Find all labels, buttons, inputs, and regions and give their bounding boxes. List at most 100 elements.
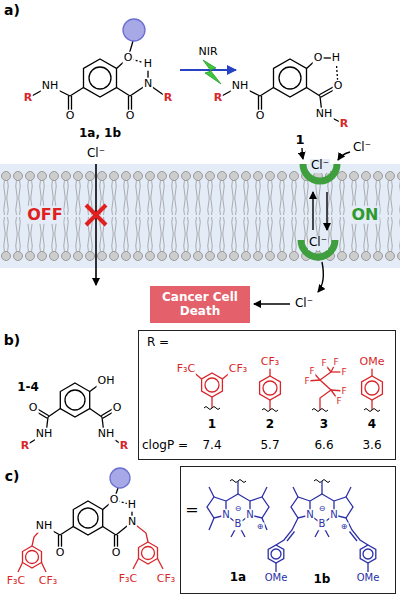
substituent-structures — [371, 400, 372, 410]
substituent-structures — [269, 400, 270, 410]
compound-number: 1b — [313, 573, 332, 587]
panel-letter: b) — [3, 332, 21, 348]
atom-label: F — [335, 396, 342, 406]
charge-label: ⊖ — [318, 504, 327, 513]
atom-label: O — [55, 547, 66, 560]
atom-label: H — [143, 58, 153, 71]
bodipy-structures — [276, 518, 298, 545]
outcome-box: Cancer Cell Death — [150, 286, 250, 323]
ion-label: Cl⁻ — [352, 141, 372, 155]
attachment-wavy — [204, 407, 380, 483]
attachment-wavy — [262, 409, 278, 412]
caged-molecule — [28, 19, 168, 115]
equals-sign: = — [184, 501, 199, 519]
benzyl-groups — [26, 551, 39, 564]
bodipy-structures — [350, 532, 358, 542]
atom-label: N — [329, 509, 338, 521]
atom-label: O — [28, 402, 39, 415]
nir-arrow — [180, 69, 236, 71]
substituent-panel: R =F₃CCF₃CF₃FFFFFFFOMe1234clogP =7.45.76… — [138, 330, 396, 460]
property-value: 3.6 — [361, 439, 382, 453]
bodipy-structures — [209, 518, 214, 530]
ion-label: Cl⁻ — [308, 236, 328, 250]
group-label: CF₃ — [156, 573, 176, 586]
group-label: OMe — [359, 356, 386, 369]
caged-transporter — [44, 468, 132, 552]
free-molecule — [260, 88, 274, 97]
bodipy-structures — [262, 487, 267, 497]
bodipy-structures — [321, 481, 322, 494]
atom-label: H — [331, 52, 341, 65]
general-structure — [25, 381, 124, 446]
panel-letter: c) — [4, 468, 21, 484]
atom-label: N — [127, 516, 137, 529]
compound-number: 1 — [294, 133, 305, 148]
substituent-label: R — [213, 92, 223, 105]
atom-label: NH — [231, 80, 250, 93]
cage-panel: =NBN⊖⊕NBN⊖⊕OMeOMe1a1b — [180, 466, 396, 594]
property-value: 5.7 — [259, 439, 280, 453]
substituent-structures — [202, 373, 223, 397]
attachment-wavy — [312, 409, 328, 412]
substituent-structures — [211, 397, 212, 408]
atom-label: B — [234, 518, 243, 530]
benzyl-groups — [139, 542, 158, 564]
atom-label: NH — [41, 80, 60, 93]
atom-label: OH — [97, 375, 116, 388]
caged-transporter — [73, 501, 102, 535]
compound-number: 2 — [265, 418, 275, 432]
substituent-structures — [260, 376, 281, 400]
ion-label: Cl⁻ — [86, 147, 106, 161]
atom-label: F — [332, 357, 339, 367]
atom-label: NH — [35, 428, 54, 441]
benzyl-groups — [133, 559, 139, 570]
substituent-label: R — [119, 440, 129, 453]
free-molecule — [307, 88, 321, 97]
blocked-transport — [86, 164, 106, 285]
atom-label: O — [111, 547, 122, 560]
substituent-structures — [192, 362, 382, 410]
caged-molecule — [89, 67, 111, 89]
light-label: NIR — [197, 46, 218, 59]
compound-number: 1a, 1b — [78, 127, 122, 141]
property-value: 6.6 — [313, 439, 334, 453]
charge-label: ⊕ — [256, 522, 265, 531]
atom-label: O — [125, 110, 136, 123]
general-structure — [90, 409, 102, 418]
group-label: F₃C — [118, 573, 138, 586]
atom-label: O — [333, 80, 344, 93]
substituent-structures — [320, 372, 331, 410]
compound-number: 1-4 — [16, 381, 40, 395]
group-label: CF₃ — [38, 575, 58, 588]
atom-label: N — [245, 509, 254, 521]
atom-label: F — [303, 376, 310, 386]
atom-label: O — [65, 110, 76, 123]
bodipy-structures — [360, 545, 376, 563]
ion-label: Cl⁻ — [310, 159, 330, 173]
caged-molecule — [117, 88, 131, 97]
bodipy-structures — [268, 545, 284, 563]
benzyl-groups — [142, 547, 155, 560]
panel-label: R = — [146, 336, 170, 350]
group-label: CF₃ — [228, 363, 248, 376]
nir-arrow — [180, 60, 236, 84]
bodipy-structures — [275, 563, 276, 572]
caged-molecule — [84, 59, 117, 97]
compound-number: 4 — [367, 418, 377, 432]
substituent-structures — [365, 381, 379, 395]
bodipy-structures — [237, 481, 238, 494]
atom-label: F — [320, 358, 327, 368]
bodipy-structures — [346, 518, 368, 545]
substituent-structures — [263, 381, 277, 395]
panel-letter: a) — [3, 2, 21, 18]
compound-number: 1a — [229, 571, 247, 585]
compound-number: 3 — [319, 418, 329, 432]
atom-label: NH — [97, 428, 116, 441]
group-label: OMe — [356, 572, 381, 584]
bodipy-structures — [271, 549, 281, 559]
general-structure — [65, 390, 85, 410]
bodipy-structures — [363, 549, 373, 559]
group-label: F₃C — [6, 575, 26, 588]
atom-label: O — [109, 494, 120, 507]
state-label: ON — [351, 206, 380, 224]
